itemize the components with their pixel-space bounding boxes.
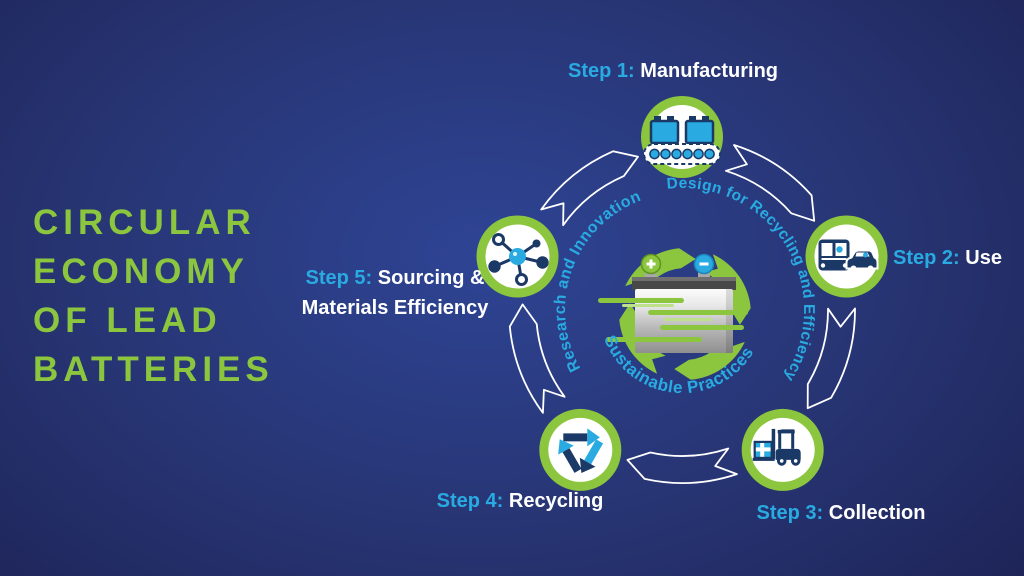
battery-speed-lines <box>598 298 748 342</box>
title-line-4: BATTERIES <box>33 350 274 389</box>
conveyor-batteries-icon <box>641 96 723 178</box>
battery-icon <box>598 253 748 353</box>
step-4-name: Recycling <box>508 490 604 512</box>
step-5-name-line1: Sourcing & <box>377 267 485 289</box>
flow-arrow <box>806 307 856 410</box>
center-battery-group <box>598 248 751 380</box>
step-1-name: Manufacturing <box>640 60 779 82</box>
step-1-prefix: Step 1: <box>567 60 635 82</box>
step-2-name: Use <box>965 247 1002 269</box>
flow-arrow <box>626 447 738 484</box>
bus-car-icon <box>805 215 888 298</box>
battery-top-highlight <box>632 277 736 281</box>
step-3-prefix: Step 3: <box>756 502 824 524</box>
step-4-label: Step 4: Recycling <box>400 486 640 516</box>
molecule-icon <box>476 215 559 298</box>
flow-arrow <box>540 150 639 227</box>
minus-terminal-icon <box>693 253 715 275</box>
title-line-3: OF LEAD <box>33 301 222 340</box>
step-2-label: Step 2: Use <box>893 243 1002 273</box>
step-3-label: Step 3: Collection <box>721 498 961 528</box>
step-5-line-1: Step 5: Sourcing & <box>280 263 510 293</box>
plus-terminal-icon <box>640 253 662 275</box>
step-2-prefix: Step 2: <box>893 247 960 269</box>
title-line-2: ECONOMY <box>33 252 249 291</box>
forklift-icon <box>741 408 824 491</box>
step-5-name-line2: Materials Efficiency <box>301 297 489 319</box>
flow-arrow <box>508 303 566 414</box>
step-3-name: Collection <box>828 502 926 524</box>
page-title: CIRCULAR ECONOMY OF LEAD BATTERIES <box>33 198 274 394</box>
step-1-label: Step 1: Manufacturing <box>523 56 823 86</box>
conveyor-rollers <box>649 148 715 160</box>
recycling-arrows-icon <box>539 408 622 491</box>
step-5-prefix: Step 5: <box>305 267 373 289</box>
box <box>753 440 773 459</box>
step-5-label: Step 5: Sourcing & Materials Efficiency <box>280 263 510 323</box>
step-4-prefix: Step 4: <box>436 490 504 512</box>
battery-shade <box>726 289 733 353</box>
car-shape <box>845 249 879 270</box>
title-line-1: CIRCULAR <box>33 203 256 242</box>
flow-arrow <box>725 144 816 222</box>
outer-flow-arrows <box>508 144 856 484</box>
